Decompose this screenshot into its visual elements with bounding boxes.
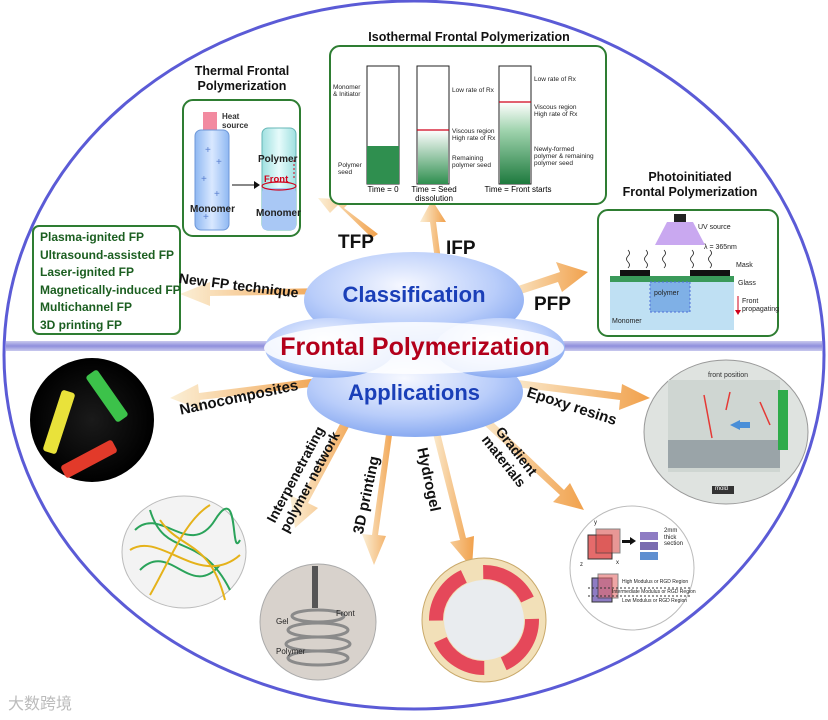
uv-source-label: UV source	[698, 224, 731, 231]
epoxy-image	[643, 359, 809, 505]
tube-monomer-lower	[262, 188, 296, 230]
mask-label: Mask	[736, 262, 753, 269]
mask-left	[620, 270, 650, 276]
iso-seed-2	[418, 130, 448, 184]
hydrogel-image	[421, 557, 547, 683]
list-item: Magnetically-induced FP	[40, 282, 181, 297]
list-item: Multichannel FP	[40, 300, 133, 314]
list-item: Laser-ignited FP	[40, 265, 135, 279]
printing-front-label: Front	[336, 609, 355, 618]
printing-image	[259, 563, 377, 681]
epoxy-arrow	[500, 378, 650, 410]
new-fp-arrow	[180, 282, 330, 306]
printing-polymer-label: Polymer	[276, 647, 306, 656]
thick-section-label: 2mm thick section	[664, 528, 684, 548]
nanocomposites-image	[30, 358, 154, 482]
mask-right	[690, 270, 730, 276]
front-position-label: front position	[708, 372, 749, 379]
uv-waves	[626, 249, 712, 269]
ipn-image	[121, 495, 247, 609]
gradient-image	[569, 505, 695, 631]
iso-low-rate-1: Low rate of Rx	[452, 87, 494, 94]
iso-viscous-2: Viscous region High rate of Rx	[534, 104, 578, 119]
isothermal-title: Isothermal Frontal Polymerization	[368, 30, 570, 44]
ifp-arrow	[420, 200, 446, 268]
list-item: Plasma-ignited FP	[40, 230, 145, 244]
glass-label: Glass	[738, 280, 756, 287]
classification-label: Classification	[342, 282, 486, 307]
front-label: Front	[264, 174, 289, 185]
photo-monomer-label: Monomer	[612, 318, 642, 325]
heat-source-label: Heat source	[222, 112, 249, 130]
nanocomposites-arrow	[170, 377, 328, 410]
lambda-label: λ = 365nm	[704, 244, 737, 251]
polymer-label: Polymer	[258, 154, 298, 165]
new-fp-list: Plasma-ignited FP Ultrasound-assisted FP…	[40, 229, 181, 334]
applications-label: Applications	[347, 380, 480, 405]
axis-y-label: y	[594, 520, 597, 526]
svg-text:+: +	[205, 145, 211, 156]
ifp-label: IFP	[446, 238, 476, 259]
tube-monomer	[194, 129, 230, 231]
pfp-label: PFP	[534, 294, 571, 315]
tfp-arrow	[318, 198, 378, 238]
svg-text:+: +	[216, 157, 222, 168]
polymer-seed-label: Polymer seed	[338, 162, 362, 177]
front-ring	[261, 181, 297, 191]
iso-viscous-1: Viscous region High rate of Rx	[452, 128, 496, 143]
iso-newly-formed: Newly-formed polymer & remaining polymer…	[534, 146, 594, 168]
high-modulus-label: High Modulus or RGD Region	[622, 579, 689, 585]
axis-x-label: x	[616, 560, 619, 566]
uv-lamp	[655, 222, 705, 245]
center-cloud	[264, 252, 565, 437]
monomer-left-label: Monomer	[190, 204, 235, 215]
monomer-right-label: Monomer	[256, 208, 301, 219]
mold-label: mold	[715, 486, 729, 492]
list-item: 3D printing FP	[40, 317, 122, 332]
frontal-polymerization-title: Frontal Polymerization	[280, 333, 550, 361]
axis-z-label: z	[580, 562, 583, 568]
iso-seed-3	[500, 102, 530, 184]
hydrogel-arrow	[430, 420, 474, 568]
pfp-arrow	[500, 262, 588, 300]
list-item: Ultrasound-assisted FP	[40, 247, 175, 262]
time-zero-label: Time = 0	[367, 185, 399, 194]
photo-polymer-label: polymer	[654, 290, 679, 297]
heat-source-block	[203, 112, 217, 130]
time-seed-label: Time = Seed dissolution	[411, 185, 457, 203]
polymer-region	[649, 281, 691, 313]
gradient-arrow	[470, 406, 584, 510]
iso-seed-1	[367, 146, 399, 184]
tfp-label: TFP	[338, 232, 374, 253]
iso-remaining: Remaining polymer seed	[452, 155, 492, 170]
front-propagating-label: Front propagating	[742, 298, 779, 313]
new-fp-list-box	[32, 225, 181, 335]
thermal-title: Thermal Frontal Polymerization	[194, 64, 290, 93]
low-modulus-label: Low Modulus or RGD Region	[622, 598, 688, 604]
svg-text:+: +	[203, 212, 209, 223]
ipn-arrow	[290, 405, 358, 528]
glass-layer	[610, 276, 734, 282]
watermark: 大数跨境	[8, 694, 73, 713]
gel-label: Gel	[276, 617, 289, 626]
printing-arrow	[362, 420, 394, 565]
intermediate-modulus-label: Intermediate Modulus or RGD Region	[612, 589, 696, 595]
photo-title: Photoinitiated Frontal Polymerization	[622, 170, 758, 199]
svg-text:+: +	[201, 174, 207, 185]
iso-low-rate-2: Low rate of Rx	[534, 76, 576, 83]
svg-text:+: +	[214, 189, 220, 200]
time-front-label: Time = Front starts	[484, 185, 552, 194]
monomer-initiator-label: Monomer & Initiator	[333, 84, 361, 99]
